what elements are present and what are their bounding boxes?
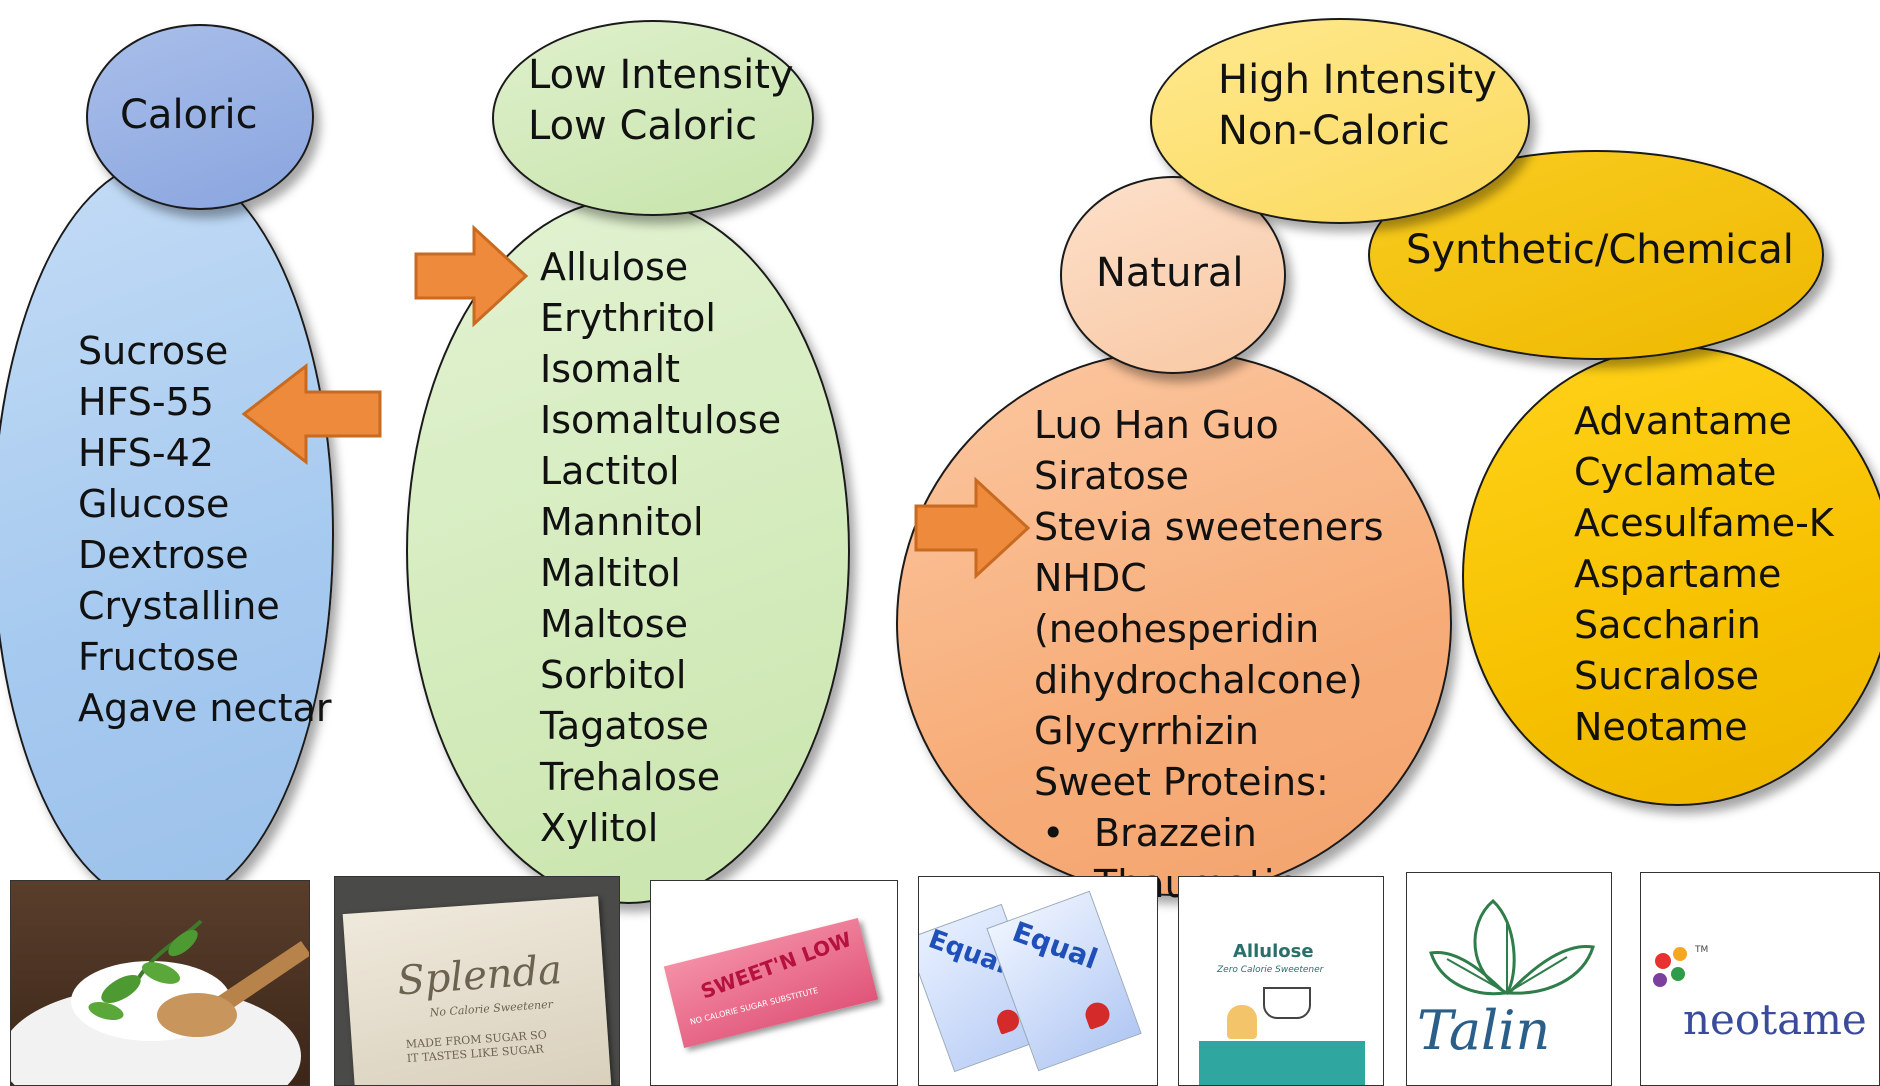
talin-photo: Talin	[1406, 872, 1612, 1086]
natural-body-circle	[896, 350, 1452, 896]
arrow-left-icon	[241, 362, 382, 466]
sugar-stevia-photo	[10, 880, 310, 1086]
low-intensity-list: Allulose Erythritol Isomalt Isomaltulose…	[540, 242, 781, 854]
splenda-logo: Splenda	[395, 947, 564, 1005]
sweetnlow-logo: SWEET'N LOW	[697, 926, 855, 1004]
list-item: Isomalt	[540, 347, 681, 391]
list-item: Advantame	[1574, 399, 1792, 443]
list-item: Glycyrrhizin	[1034, 709, 1260, 753]
synthetic-body-oval	[1462, 346, 1880, 806]
list-item: HFS-42	[78, 431, 214, 475]
list-item: Mannitol	[540, 500, 704, 544]
list-item: Luo Han Guo	[1034, 403, 1279, 447]
list-item: Saccharin	[1574, 603, 1761, 647]
list-item: Aspartame	[1574, 552, 1782, 596]
list-item: Tagatose	[540, 704, 709, 748]
list-item: Glucose	[78, 482, 230, 526]
neotame-logo: neotame	[1683, 995, 1867, 1044]
neotame-petal-icon	[1673, 947, 1687, 961]
cupcake-icon	[1227, 1005, 1257, 1039]
list-item: Erythritol	[540, 296, 716, 340]
high-intensity-title-line1: High Intensity	[1218, 57, 1497, 103]
allulose-tagline: Zero Calorie Sweetener	[1217, 965, 1324, 975]
allulose-logo: Allulose	[1233, 941, 1314, 962]
list-item: Maltitol	[540, 551, 681, 595]
list-item: Cyclamate	[1574, 450, 1777, 494]
arrow-shape	[241, 362, 382, 466]
list-item: Allulose	[540, 245, 689, 289]
sugar-bowl-icon	[11, 919, 309, 1085]
splenda-packet: Splenda No Calorie Sweetener MADE FROM S…	[342, 896, 612, 1085]
list-item: Trehalose	[540, 755, 721, 799]
talin-logo: Talin	[1417, 999, 1551, 1062]
allulose-bag-band	[1199, 1041, 1365, 1085]
equal-photo: Equal Equal	[918, 876, 1158, 1086]
list-item: Sucrose	[78, 329, 229, 373]
arrow-shape	[914, 476, 1031, 580]
caloric-list: Sucrose HFS-55 HFS-42 Glucose Dextrose C…	[78, 326, 332, 734]
coffee-cup-icon	[1263, 987, 1311, 1019]
list-item: Isomaltulose	[540, 398, 782, 442]
list-item: Brazzein	[1034, 808, 1384, 859]
list-item: Neotame	[1574, 705, 1748, 749]
low-intensity-title-line2: Low Caloric	[528, 103, 758, 149]
list-item: Xylitol	[540, 806, 659, 850]
neotame-tm: TM	[1695, 945, 1709, 955]
caloric-title: Caloric	[120, 92, 258, 138]
allulose-photo: Allulose Zero Calorie Sweetener	[1178, 876, 1384, 1086]
caloric-head-circle	[86, 24, 314, 210]
list-item: dihydrochalcone)	[1034, 658, 1363, 702]
arrow-shape	[414, 224, 529, 328]
list-item: Acesulfame-K	[1574, 501, 1834, 545]
list-item: Lactitol	[540, 449, 680, 493]
list-item: HFS-55	[78, 380, 214, 424]
low-intensity-head-oval	[492, 20, 814, 216]
high-intensity-head-oval	[1150, 18, 1530, 224]
neotame-petal-icon	[1653, 973, 1667, 987]
neotame-photo: TM neotame	[1640, 872, 1880, 1086]
list-item: Sorbitol	[540, 653, 687, 697]
synthetic-list: Advantame Cyclamate Acesulfame-K Asparta…	[1574, 396, 1834, 753]
list-item: Dextrose	[78, 533, 249, 577]
high-intensity-title-line2: Non-Caloric	[1218, 108, 1450, 154]
arrow-right-icon	[414, 224, 529, 328]
synthetic-title: Synthetic/Chemical	[1406, 227, 1794, 273]
list-item: Fructose	[78, 635, 240, 679]
strawberry-icon	[1082, 999, 1113, 1030]
neotame-petal-icon	[1655, 953, 1671, 969]
list-item: Crystalline	[78, 584, 280, 628]
natural-title: Natural	[1096, 250, 1244, 296]
leaf-icon	[1429, 898, 1595, 996]
caloric-body-oval	[0, 160, 334, 908]
list-item: Agave nectar	[78, 686, 332, 730]
list-item: Siratose	[1034, 454, 1189, 498]
low-intensity-title-line1: Low Intensity	[528, 52, 794, 98]
list-item: Sucralose	[1574, 654, 1759, 698]
neotame-petal-icon	[1671, 967, 1685, 981]
splenda-photo: Splenda No Calorie Sweetener MADE FROM S…	[334, 876, 620, 1086]
list-item: Maltose	[540, 602, 688, 646]
arrow-right-icon	[914, 476, 1031, 580]
list-item: Stevia sweeteners	[1034, 505, 1384, 549]
sweetnlow-photo: SWEET'N LOW NO CALORIE SUGAR SUBSTITUTE	[650, 880, 898, 1086]
natural-list: Luo Han Guo Siratose Stevia sweeteners N…	[1034, 400, 1384, 910]
list-item: NHDC	[1034, 556, 1147, 600]
sweetnlow-packet: SWEET'N LOW NO CALORIE SUGAR SUBSTITUTE	[663, 918, 879, 1048]
list-item: Sweet Proteins:	[1034, 760, 1329, 804]
list-item: (neohesperidin	[1034, 607, 1320, 651]
equal-logo: Equal	[1008, 914, 1102, 976]
